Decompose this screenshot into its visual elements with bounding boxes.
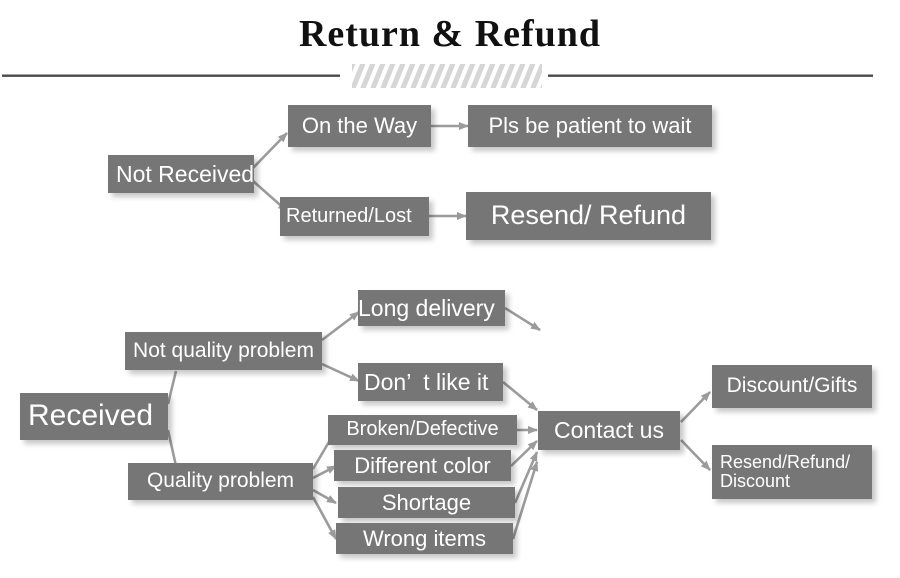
node-not-quality-problem[interactable]: Not quality problem <box>125 332 322 370</box>
node-on-the-way[interactable]: On the Way <box>288 105 431 147</box>
node-different-color[interactable]: Different color <box>334 450 511 481</box>
node-long-delivery[interactable]: Long delivery <box>358 290 505 326</box>
node-received[interactable]: Received <box>20 393 168 440</box>
node-discount-gifts[interactable]: Discount/Gifts <box>712 365 872 408</box>
title-divider <box>2 64 873 88</box>
node-returned-lost[interactable]: Returned/Lost <box>280 197 429 236</box>
node-contact-us[interactable]: Contact us <box>538 411 680 450</box>
node-wrong-items[interactable]: Wrong items <box>336 523 513 554</box>
node-broken-defective[interactable]: Broken/Defective <box>328 415 517 445</box>
node-not-received[interactable]: Not Received <box>108 155 254 193</box>
node-dont-like-it[interactable]: Don’ t like it <box>358 363 503 401</box>
node-resend-refund[interactable]: Resend/ Refund <box>466 192 711 240</box>
node-quality-problem[interactable]: Quality problem <box>128 463 313 500</box>
node-shortage[interactable]: Shortage <box>338 487 515 518</box>
node-resend-refund-discount[interactable]: Resend/Refund/ Discount <box>712 445 872 499</box>
page-title: Return & Refund <box>298 13 602 55</box>
node-pls-be-patient-to-wait[interactable]: Pls be patient to wait <box>468 105 712 147</box>
